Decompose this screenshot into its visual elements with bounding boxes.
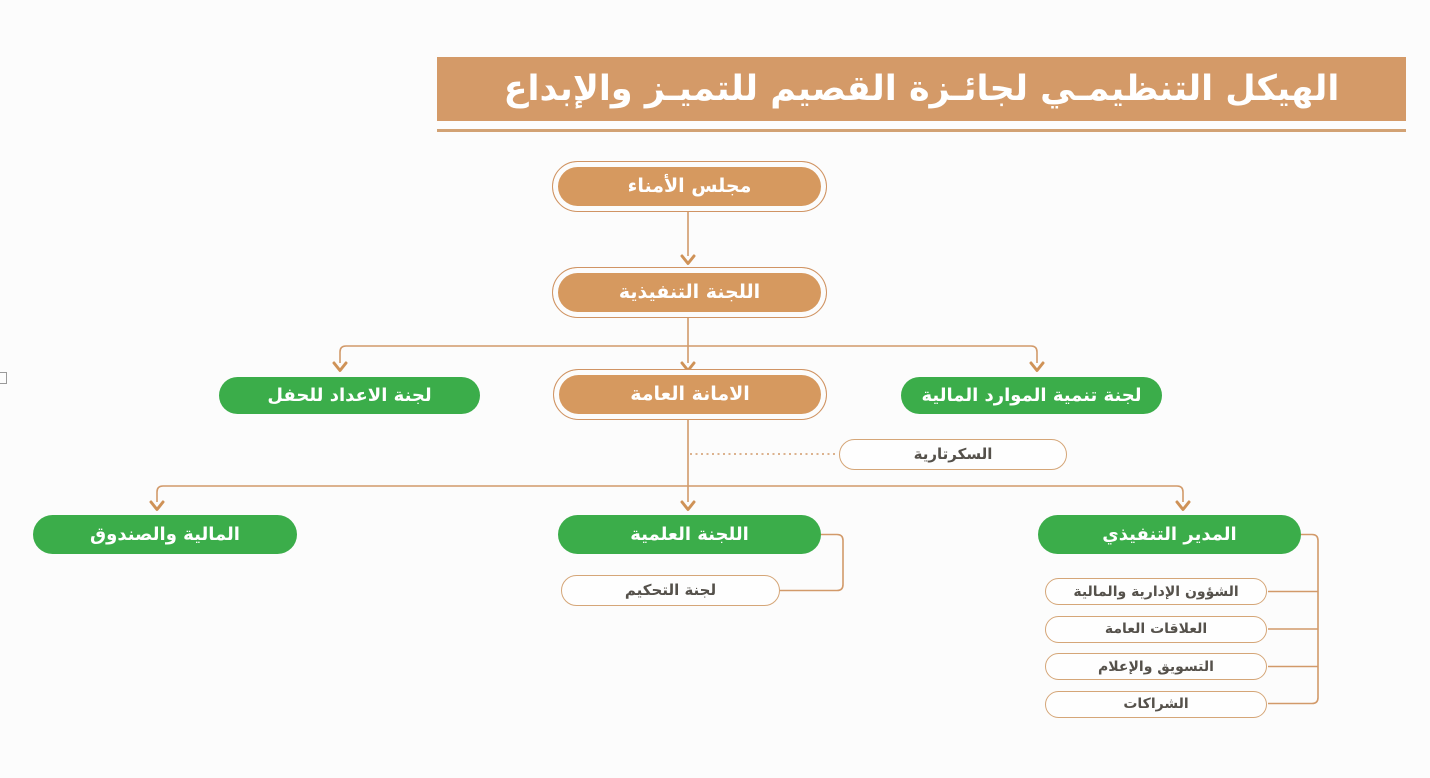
node-finance-and-fund: المالية والصندوق bbox=[33, 515, 297, 554]
node-marketing-media: التسويق والإعلام bbox=[1045, 653, 1267, 680]
node-judging-committee: لجنة التحكيم bbox=[561, 575, 780, 606]
page-title: الهيكل التنظيمـي لجائـزة القصيم للتميـز … bbox=[437, 57, 1406, 121]
node-executive-director: المدير التنفيذي bbox=[1038, 515, 1301, 554]
node-admin-financial-affairs: الشؤون الإدارية والمالية bbox=[1045, 578, 1267, 605]
edge-artifact bbox=[0, 372, 7, 384]
node-general-secretariat: الامانة العامة bbox=[553, 369, 827, 420]
title-underline bbox=[437, 129, 1406, 132]
node-secretariat: السكرتارية bbox=[839, 439, 1067, 470]
node-board-of-trustees: مجلس الأمناء bbox=[552, 161, 827, 212]
node-ceremony-preparation-committee: لجنة الاعداد للحفل bbox=[219, 377, 480, 414]
node-financial-resources-committee: لجنة تنمية الموارد المالية bbox=[901, 377, 1162, 414]
node-partnerships: الشراكات bbox=[1045, 690, 1267, 718]
node-public-relations: العلاقات العامة bbox=[1045, 615, 1267, 643]
node-executive-committee: اللجنة التنفيذية bbox=[552, 267, 827, 318]
node-scientific-committee: اللجنة العلمية bbox=[558, 515, 821, 554]
